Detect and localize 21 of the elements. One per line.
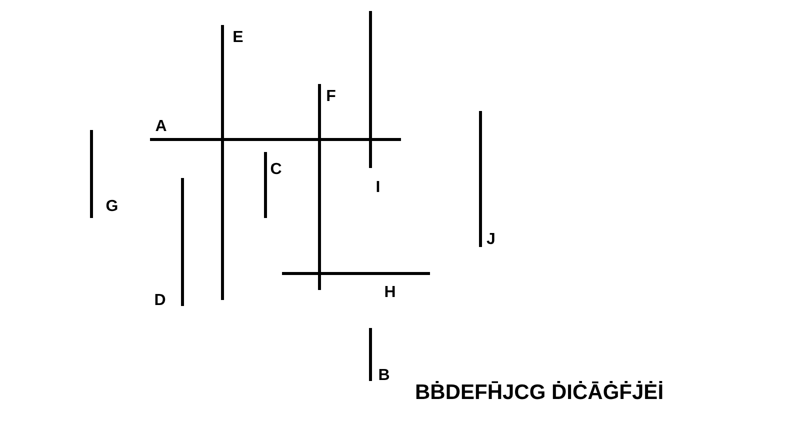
line-segment: [150, 138, 401, 140]
line-label: J: [486, 232, 496, 248]
line-label: H: [384, 285, 396, 301]
line-label: A: [155, 119, 167, 135]
line-label: D: [154, 293, 166, 309]
line-segment: [318, 84, 320, 290]
letter-sequence: BḂDEFH̄JCG ḊIĊĀĠḞJ̇Ėİ: [415, 380, 664, 406]
line-label: B: [378, 368, 390, 384]
line-label: E: [232, 30, 244, 46]
line-segment: [180, 178, 184, 306]
line-label: C: [270, 162, 282, 178]
line-segment: [282, 272, 430, 274]
line-segment: [368, 11, 372, 168]
line-segment: [368, 328, 372, 381]
line-segment: [264, 152, 266, 218]
line-segment: [478, 111, 482, 247]
line-segment: [90, 130, 92, 218]
line-segment: [220, 25, 224, 300]
line-label: G: [106, 199, 118, 215]
line-label: F: [326, 89, 336, 105]
line-label: I: [376, 180, 380, 196]
